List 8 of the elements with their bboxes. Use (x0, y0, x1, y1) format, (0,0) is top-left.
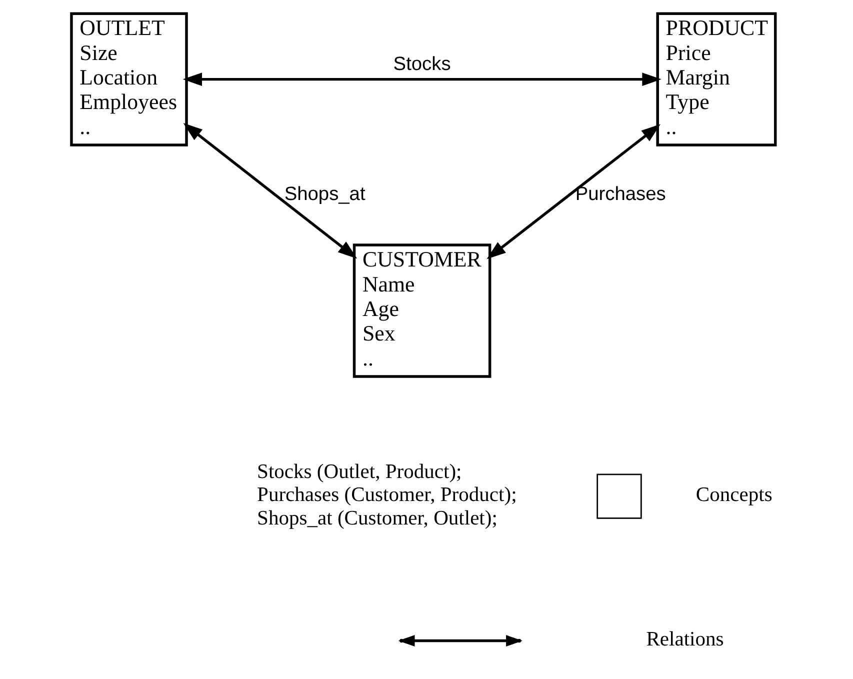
edge-label: Shops_at (284, 184, 366, 206)
label: Shops_at (Customer, Outlet); (257, 507, 498, 530)
legend-label: Concepts (696, 484, 772, 506)
edge-label: Stocks (393, 54, 451, 75)
edge-label: Purchases (575, 184, 666, 206)
label: Purchases (Customer, Product); (257, 484, 517, 506)
legend-label: Relations (646, 628, 724, 651)
label: Stocks (Outlet, Product); (257, 460, 462, 483)
